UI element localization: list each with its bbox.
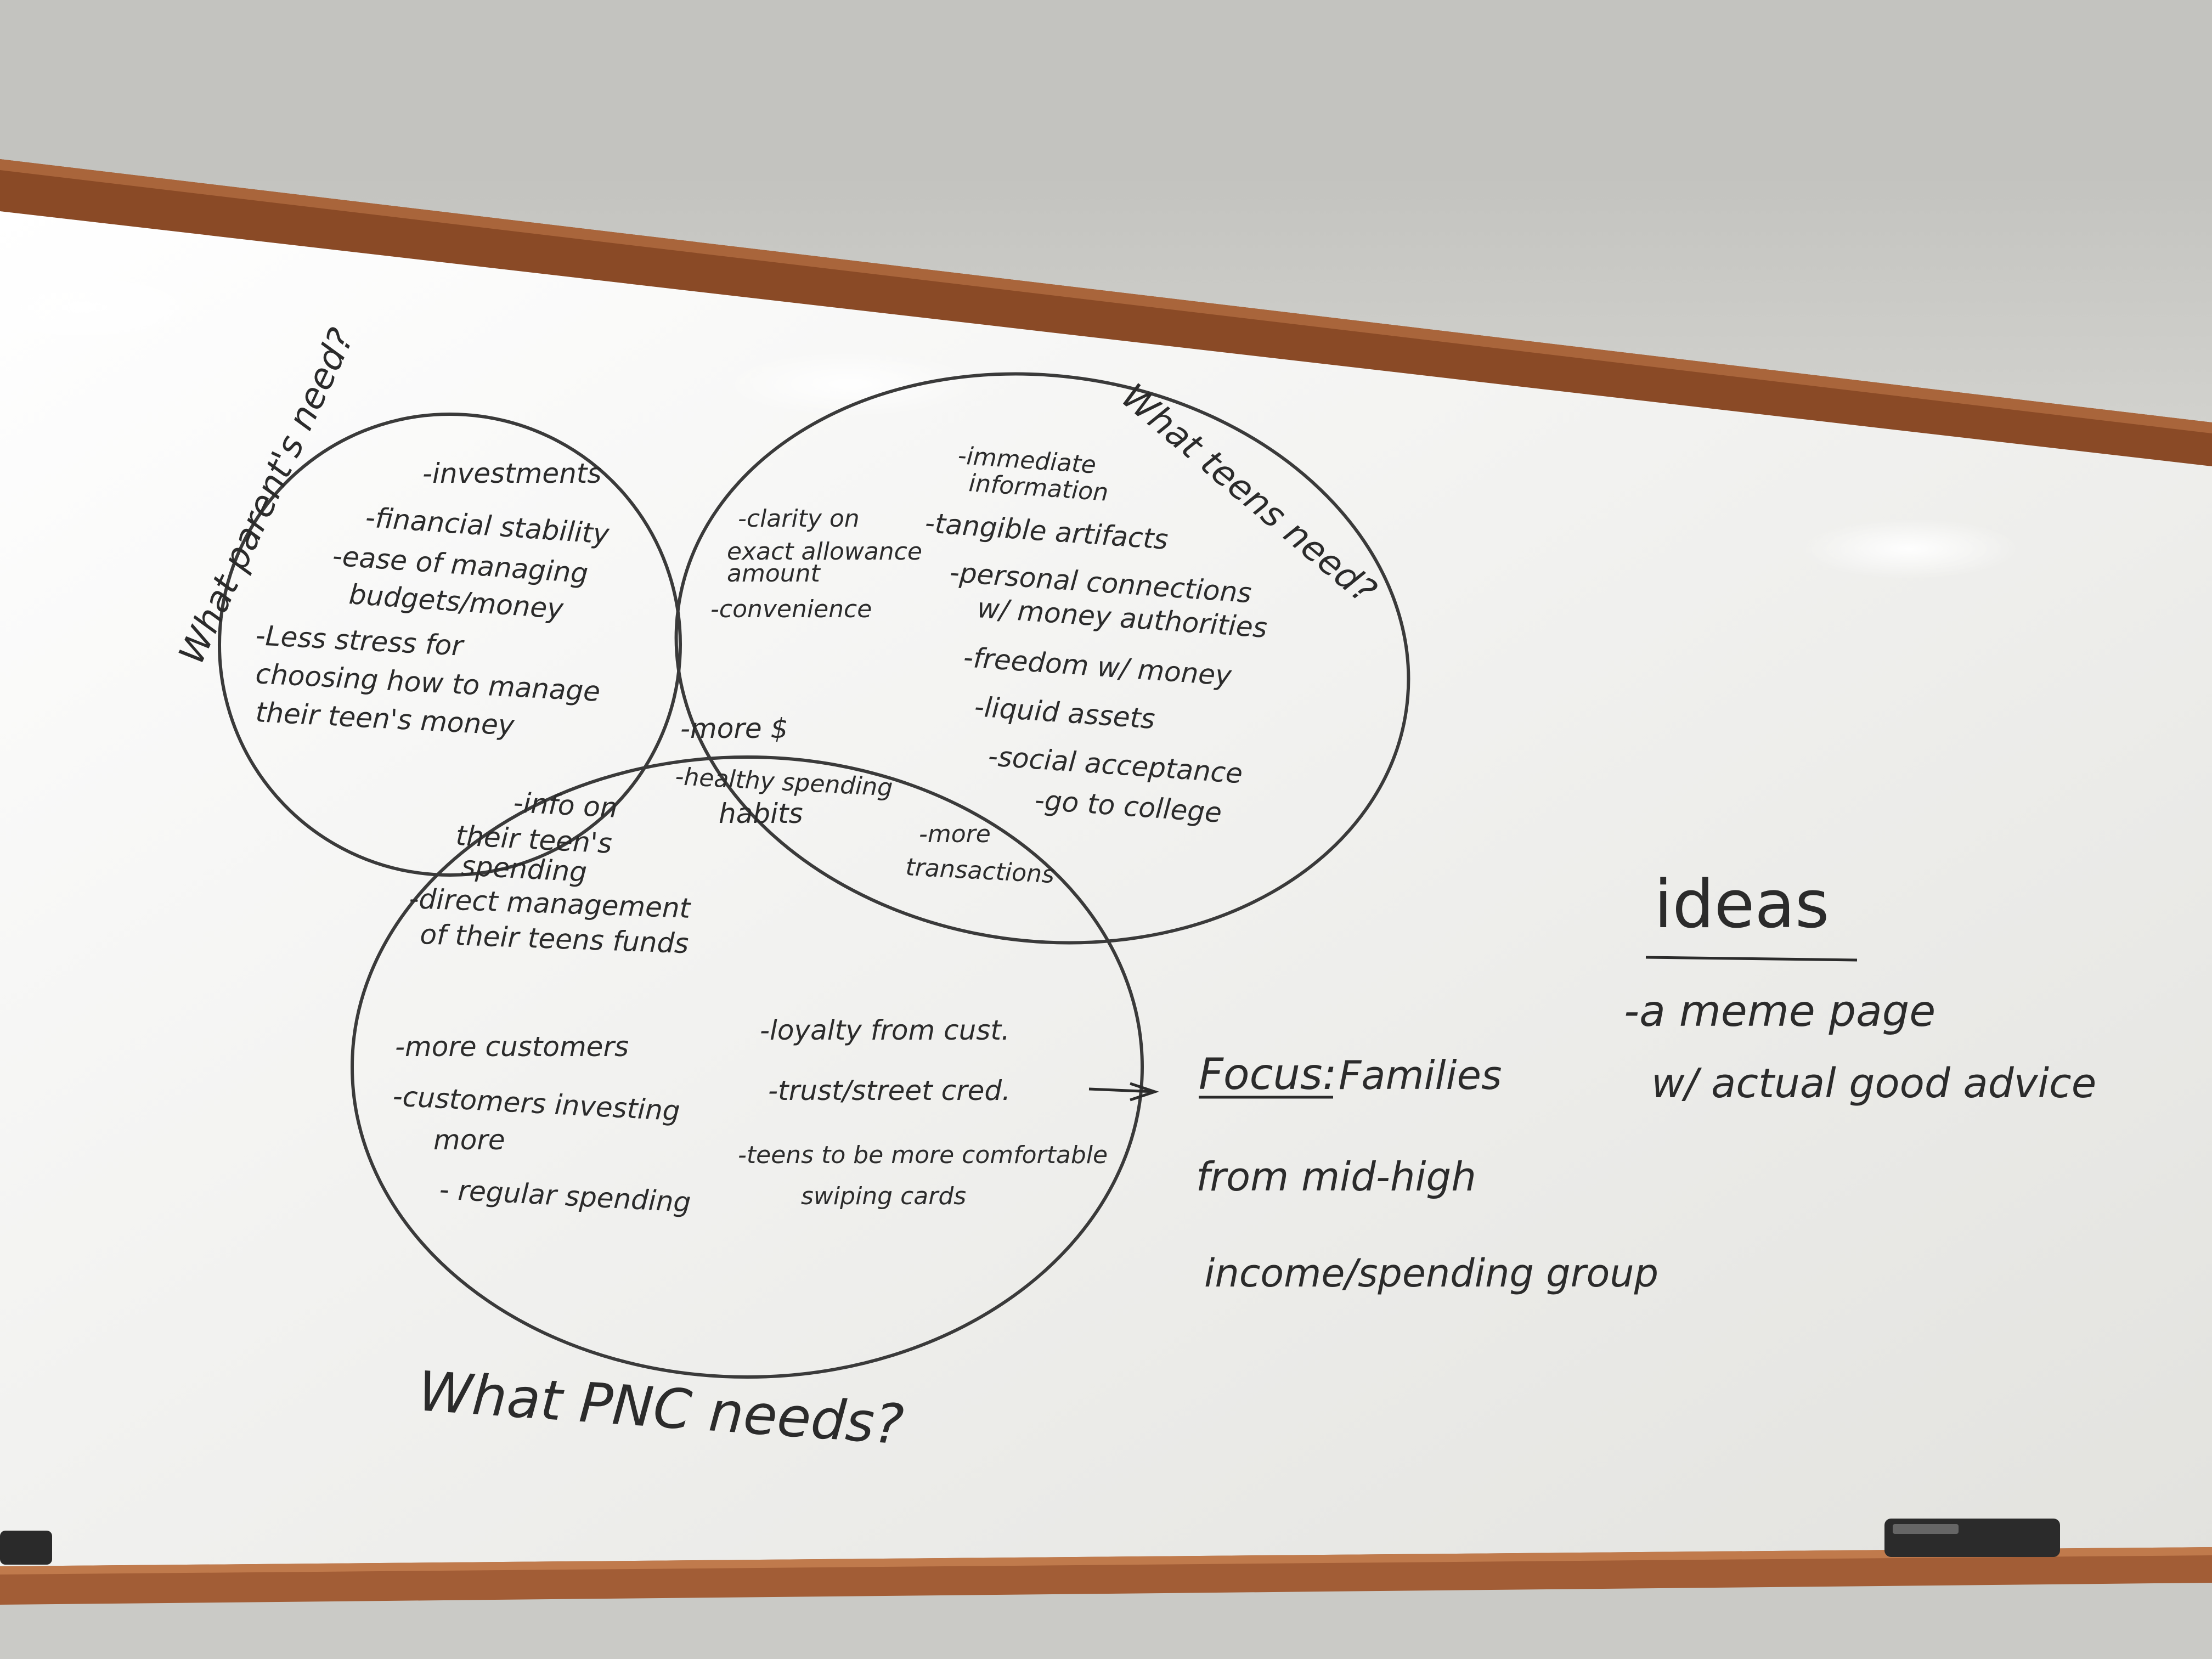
glare [0,269,214,346]
ideas-underline [1645,956,1858,962]
focus-line: from mid-high [1196,1154,1476,1200]
focus-line: income/spending group [1204,1251,1658,1296]
ideas-line: -a meme page [1624,987,1936,1036]
parents-item: -investments [422,458,601,489]
marker-tray-highlight [0,1547,2212,1575]
eraser-icon[interactable] [0,1531,52,1565]
circle-teens [674,372,1410,945]
overlap-parents-teens-item: -clarity on [738,505,860,533]
pnc-item: -teens to be more comfortable [738,1141,1108,1169]
pnc-item: -loyalty from cust. [760,1014,1010,1046]
pnc-item: swiping cards [801,1182,966,1210]
pnc-item: -more customers [395,1031,629,1063]
focus-value: Families [1339,1052,1502,1098]
overlap-parents-teens-item: exact allowance [727,538,922,566]
eraser-label-patch [1893,1524,1959,1534]
focus-label: Focus: [1199,1050,1337,1099]
overlap-parents-teens-item: -convenience [710,595,872,623]
overlap-parents-pnc-item: -info on [512,787,618,824]
overlap-parents-teens-item: amount [727,560,821,588]
overlap-teens-pnc-item: -more [919,820,991,848]
ideas-line: w/ actual good advice [1651,1060,2096,1107]
center-item: -more $ [680,713,788,744]
glare [724,351,977,417]
circle-parents [218,413,682,877]
arrow-icon [1088,1082,1159,1102]
wall-top [0,0,2212,181]
center-item: habits [719,798,803,830]
glare [1799,518,2019,579]
overlap-parents-pnc-item: spending [460,850,588,888]
whiteboard-surface [0,211,2212,1588]
pnc-item: -trust/street cred. [768,1075,1011,1107]
pnc-item: more [433,1124,505,1156]
ideas-title: ideas [1654,867,1829,943]
circle-pnc [351,755,1144,1379]
frame-top-highlight [0,159,2212,433]
